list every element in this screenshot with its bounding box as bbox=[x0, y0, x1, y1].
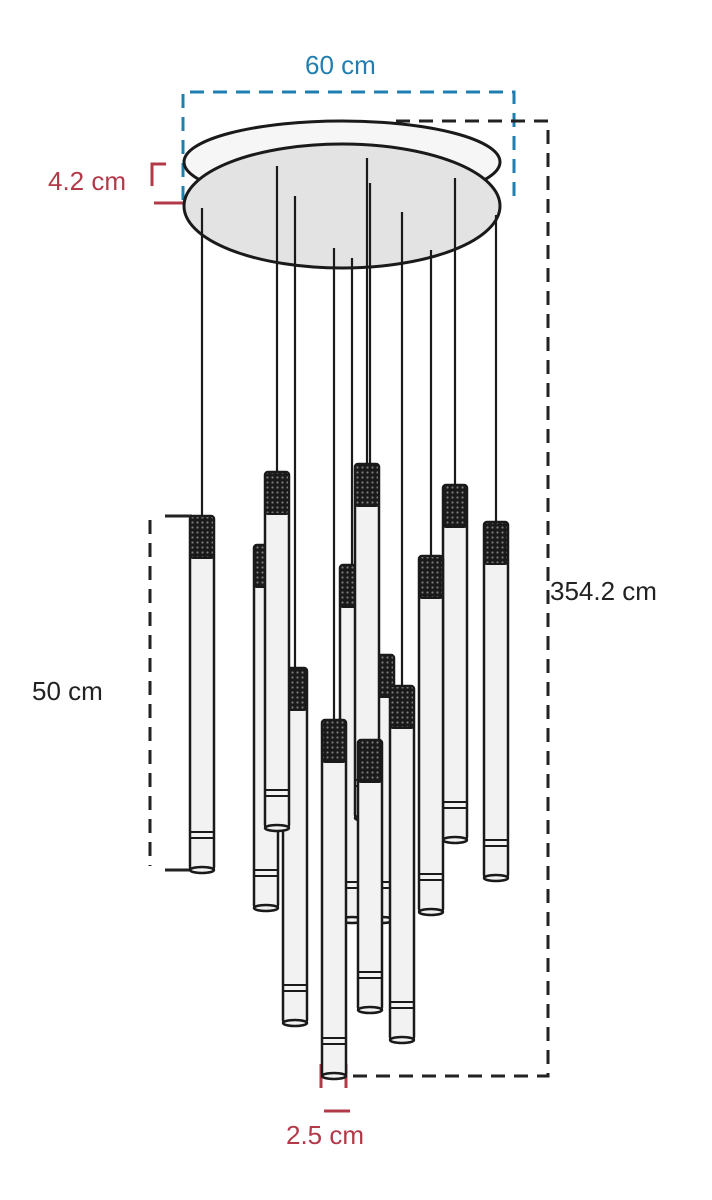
pendant-tube bbox=[441, 483, 469, 845]
width-dimension-line bbox=[181, 90, 516, 200]
ceiling-canopy bbox=[182, 119, 502, 270]
pendant-tubes bbox=[188, 462, 510, 1081]
total-height-label: 354.2 cm bbox=[550, 576, 657, 606]
pendant-tube bbox=[388, 684, 416, 1045]
suspension-cables bbox=[200, 158, 498, 742]
tube-length-dimension-line bbox=[148, 514, 192, 872]
pendant-tube bbox=[320, 718, 348, 1081]
pendant-tube bbox=[263, 470, 291, 833]
pendant-tube bbox=[417, 554, 445, 917]
total-height-dimension-line bbox=[346, 119, 550, 1078]
canopy-height-bracket bbox=[150, 162, 184, 205]
tube-diameter-label: 2.5 cm bbox=[286, 1120, 365, 1150]
canopy-height-label: 4.2 cm bbox=[48, 166, 127, 196]
width-label: 60 cm bbox=[305, 50, 376, 80]
tube-length-label: 50 cm bbox=[32, 676, 103, 706]
pendant-tube bbox=[482, 520, 510, 883]
pendant-tube bbox=[356, 738, 384, 1015]
pendant-tube bbox=[188, 514, 216, 875]
